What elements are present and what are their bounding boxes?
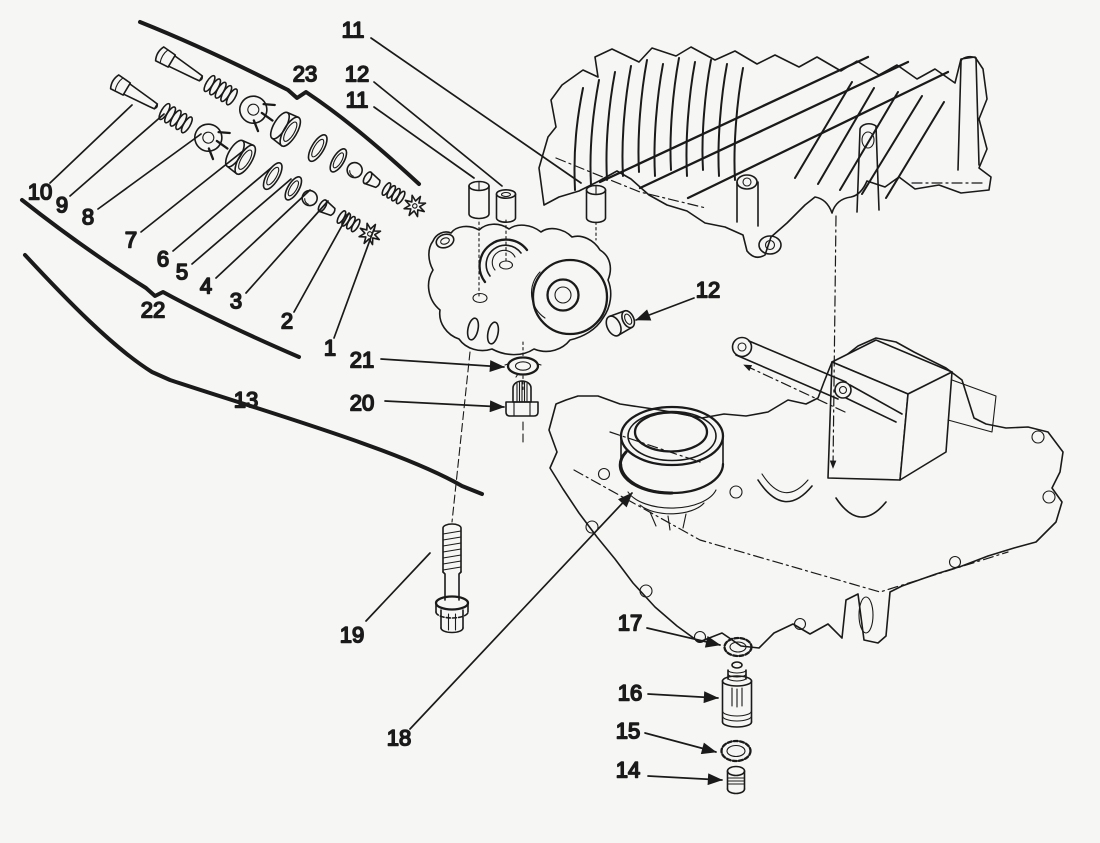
callout-leader-8 bbox=[97, 133, 202, 210]
plunger-drawing bbox=[726, 765, 746, 795]
callout-label-7: 7 bbox=[125, 228, 137, 253]
callout-leader-14 bbox=[647, 773, 723, 786]
callout-label-12: 12 bbox=[696, 278, 720, 303]
callout-leader-9 bbox=[69, 113, 165, 197]
callout-label-9: 9 bbox=[56, 193, 68, 218]
callout-label-2: 2 bbox=[281, 309, 293, 334]
callout-label-8: 8 bbox=[82, 205, 94, 230]
callout-leader-6 bbox=[172, 167, 272, 252]
callout-leader-3 bbox=[245, 200, 329, 294]
callout-label-14: 14 bbox=[616, 758, 640, 783]
callout-label-20: 20 bbox=[350, 391, 374, 416]
callout-leader-12 bbox=[635, 297, 695, 321]
callout-leader-10 bbox=[49, 104, 133, 184]
callout-leader-2 bbox=[293, 212, 350, 313]
callout-leader-1 bbox=[333, 228, 375, 339]
callout-leader-16 bbox=[647, 691, 719, 704]
callout-leader-19 bbox=[365, 552, 431, 622]
callout-leader-5 bbox=[191, 178, 292, 265]
callout-label-19: 19 bbox=[340, 623, 364, 648]
callout-label-6: 6 bbox=[157, 247, 169, 272]
callout-leader-20 bbox=[384, 400, 505, 413]
callout-label-18: 18 bbox=[387, 726, 411, 751]
sump-ring-drawing bbox=[618, 405, 725, 495]
callout-label-11: 11 bbox=[346, 88, 369, 113]
assembly-axis-lines bbox=[451, 215, 846, 523]
dowel-pin-left bbox=[468, 180, 490, 220]
valve-parts-row-upper bbox=[148, 37, 434, 227]
callout-label-5: 5 bbox=[176, 260, 188, 285]
bracket-23 bbox=[138, 20, 421, 186]
bushing-drawing bbox=[605, 309, 636, 337]
callout-label-23: 23 bbox=[293, 62, 317, 87]
callout-label-10: 10 bbox=[28, 180, 52, 205]
callout-leader-18 bbox=[409, 492, 633, 730]
washer-drawing bbox=[504, 356, 542, 378]
callout-leader-21 bbox=[380, 358, 505, 373]
callout-leader-11 bbox=[373, 106, 475, 179]
bushing-pin-middle bbox=[495, 188, 517, 223]
callout-label-21: 21 bbox=[350, 348, 374, 373]
callout-label-3: 3 bbox=[230, 289, 242, 314]
flange-bolt-drawing bbox=[434, 523, 470, 634]
bracket-13 bbox=[23, 253, 484, 496]
callout-label-11: 11 bbox=[342, 18, 365, 43]
sump-drawing bbox=[548, 336, 1064, 649]
drain-plug-drawing bbox=[505, 380, 539, 417]
oil-pump-drawing bbox=[427, 223, 612, 356]
retainer-ring-drawing bbox=[720, 739, 752, 763]
callout-label-17: 17 bbox=[618, 611, 642, 636]
callout-leader-4 bbox=[215, 189, 311, 279]
callout-label-15: 15 bbox=[616, 719, 640, 744]
relief-valve-body-drawing bbox=[721, 661, 753, 728]
callout-leader-17 bbox=[646, 627, 721, 648]
callout-label-4: 4 bbox=[200, 274, 212, 299]
oring-drawing bbox=[723, 636, 753, 658]
callout-leader-15 bbox=[644, 732, 717, 755]
callout-label-22: 22 bbox=[141, 298, 165, 323]
callout-leader-11 bbox=[370, 37, 582, 184]
callout-label-12: 12 bbox=[345, 62, 369, 87]
bracket-22 bbox=[20, 198, 301, 359]
callout-label-16: 16 bbox=[618, 681, 642, 706]
dowel-pin-right bbox=[585, 184, 607, 224]
callout-label-1: 1 bbox=[324, 336, 336, 361]
engine-block-drawing bbox=[538, 46, 992, 259]
callout-label-13: 13 bbox=[234, 388, 258, 413]
arm-drawing bbox=[731, 336, 903, 423]
callout-leader-12 bbox=[373, 81, 503, 187]
callout-leader-7 bbox=[140, 150, 244, 233]
